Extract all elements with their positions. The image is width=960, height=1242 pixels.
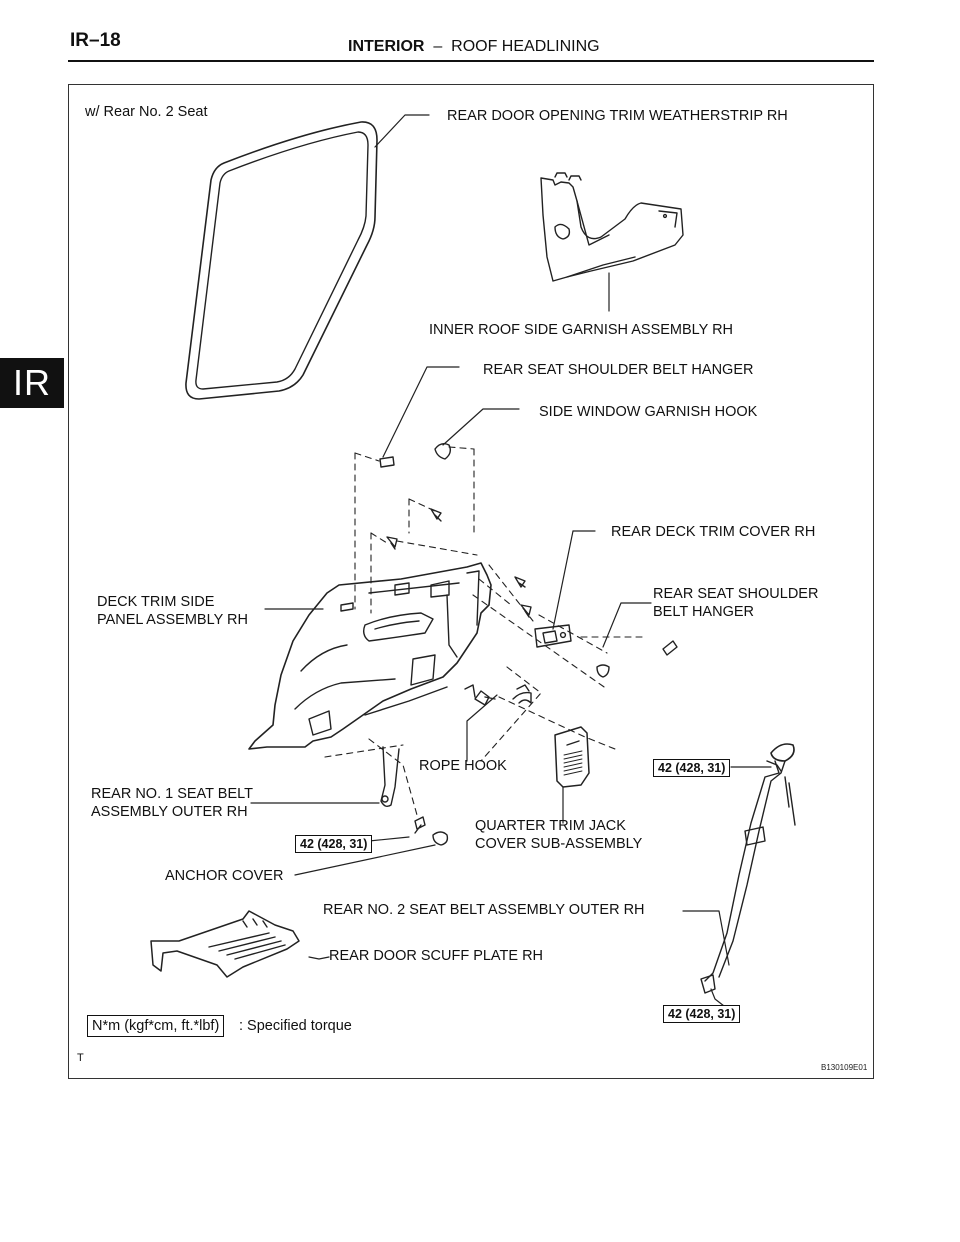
diagram-artwork bbox=[150, 114, 796, 1014]
weatherstrip-drawing bbox=[185, 121, 378, 400]
rope-hook-drawing bbox=[512, 684, 532, 704]
label-anchor-cover: ANCHOR COVER bbox=[165, 868, 284, 884]
seat1-belt-drawing bbox=[380, 746, 400, 808]
label-scuff-plate: REAR DOOR SCUFF PLATE RH bbox=[329, 948, 544, 964]
inner-roof-garnish-drawing bbox=[540, 172, 684, 282]
small-clips-drawing bbox=[379, 442, 678, 656]
header-rule bbox=[68, 60, 874, 62]
torque-right-bottom: 42 (428, 31) bbox=[663, 1005, 741, 1023]
label-seat1-belt: REAR NO. 1 SEAT BELT ASSEMBLY OUTER RH bbox=[91, 786, 253, 820]
section-tab: IR bbox=[0, 358, 64, 408]
screws-drawing bbox=[386, 508, 610, 846]
seat2-belt-drawing bbox=[700, 743, 796, 994]
scuff-plate-drawing bbox=[150, 910, 300, 978]
label-seat2-belt: REAR NO. 2 SEAT BELT ASSEMBLY OUTER RH bbox=[323, 902, 645, 918]
alignment-lines bbox=[324, 446, 644, 816]
label-belt-hanger-top: REAR SEAT SHOULDER BELT HANGER bbox=[483, 362, 754, 378]
label-window-garnish-hook: SIDE WINDOW GARNISH HOOK bbox=[539, 404, 758, 420]
torque-unit-legend: N*m (kgf*cm, ft.*lbf) bbox=[87, 1015, 225, 1037]
label-rope-hook: ROPE HOOK bbox=[419, 758, 507, 774]
torque-legend-description: : Specified torque bbox=[239, 1018, 352, 1034]
label-belt-hanger-right: REAR SEAT SHOULDER BELT HANGER bbox=[653, 586, 819, 620]
section-title: INTERIOR bbox=[348, 38, 425, 55]
leader-lines bbox=[250, 114, 772, 1014]
label-inner-roof-garnish: INNER ROOF SIDE GARNISH ASSEMBLY RH bbox=[429, 322, 734, 338]
label-weatherstrip: REAR DOOR OPENING TRIM WEATHERSTRIP RH bbox=[447, 108, 788, 124]
page-number: IR–18 bbox=[70, 30, 121, 51]
torque-right-top: 42 (428, 31) bbox=[653, 759, 731, 777]
figure-id: B130109E01 bbox=[821, 1063, 868, 1072]
deck-trim-cover-drawing bbox=[534, 624, 572, 648]
parts-diagram: w/ Rear No. 2 Seat REAR DOOR OPENING TRI… bbox=[68, 84, 874, 1079]
torque-center: 42 (428, 31) bbox=[295, 835, 373, 853]
corner-mark: T bbox=[77, 1052, 84, 1064]
section-header: INTERIOR – ROOF HEADLINING bbox=[348, 38, 600, 56]
label-deck-trim-panel: DECK TRIM SIDE PANEL ASSEMBLY RH bbox=[97, 594, 248, 628]
section-subtitle: – ROOF HEADLINING bbox=[424, 38, 600, 55]
deck-panel-drawing bbox=[248, 562, 492, 750]
label-deck-trim-cover: REAR DECK TRIM COVER RH bbox=[611, 524, 816, 540]
diagram-caption: w/ Rear No. 2 Seat bbox=[85, 104, 208, 120]
label-jack-cover: QUARTER TRIM JACK COVER SUB-ASSEMBLY bbox=[475, 818, 643, 852]
jack-cover-drawing bbox=[554, 726, 590, 788]
